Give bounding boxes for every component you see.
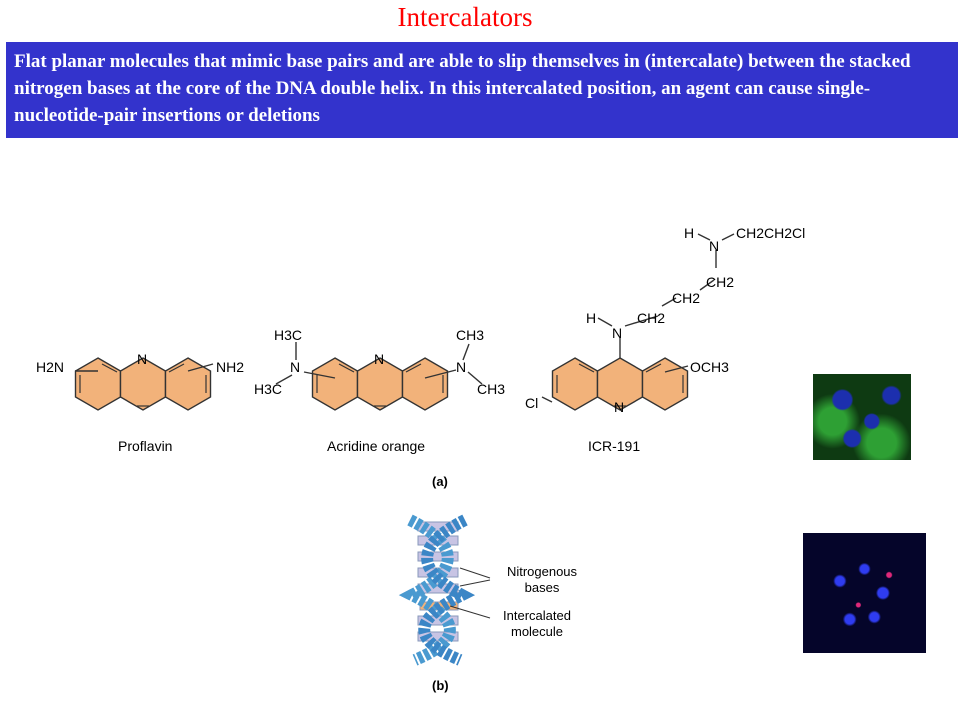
panel-label-a: (a)	[432, 474, 448, 489]
proflavin-structure: H2N NH2 N Proflavin	[36, 351, 244, 454]
proflavin-ring-n: N	[137, 351, 147, 367]
ao-ring-n: N	[374, 351, 384, 367]
cell-fluorescence-image	[813, 374, 911, 460]
icr-ch2-a: CH2	[637, 310, 665, 326]
icr-h1: H	[586, 310, 596, 326]
ao-ch3-tl: H3C	[274, 327, 302, 343]
icr-och3: OCH3	[690, 359, 729, 375]
nitrogenous-bases-label: Nitrogenous bases	[506, 564, 578, 595]
ao-left-n: N	[290, 359, 300, 375]
ao-ch3-bl: H3C	[254, 381, 282, 397]
ao-name: Acridine orange	[327, 438, 425, 454]
slide-title: Intercalators	[397, 2, 533, 32]
panel-label-b: (b)	[432, 678, 449, 693]
chromosome-spread-image	[803, 533, 926, 653]
description-box: Flat planar molecules that mimic base pa…	[6, 42, 958, 138]
icr-ring-n: N	[614, 399, 624, 415]
icr-chain: CH2CH2Cl	[736, 225, 805, 241]
ao-right-n: N	[456, 359, 466, 375]
icr-h2: H	[684, 225, 694, 241]
proflavin-nh2: NH2	[216, 359, 244, 375]
proflavin-h2n: H2N	[36, 359, 64, 375]
icr-name: ICR-191	[588, 438, 640, 454]
icr-ch2-c: CH2	[706, 274, 734, 290]
icr191-structure: N Cl OCH3 N H CH2 CH2 CH2 N H CH2CH2Cl I…	[525, 225, 805, 454]
proflavin-name: Proflavin	[118, 438, 172, 454]
intercalated-molecule-label: Intercalated molecule	[503, 608, 571, 639]
dna-helix-illustration	[398, 514, 491, 666]
icr-sub-n: N	[612, 325, 622, 341]
icr-ch2-b: CH2	[672, 290, 700, 306]
icr-top-n: N	[709, 238, 719, 254]
acridine-orange-structure: N N N H3C H3C CH3 CH3 Acridine orange	[254, 327, 505, 454]
ao-ch3-br: CH3	[477, 381, 505, 397]
icr-cl: Cl	[525, 395, 538, 411]
ao-ch3-tr: CH3	[456, 327, 484, 343]
